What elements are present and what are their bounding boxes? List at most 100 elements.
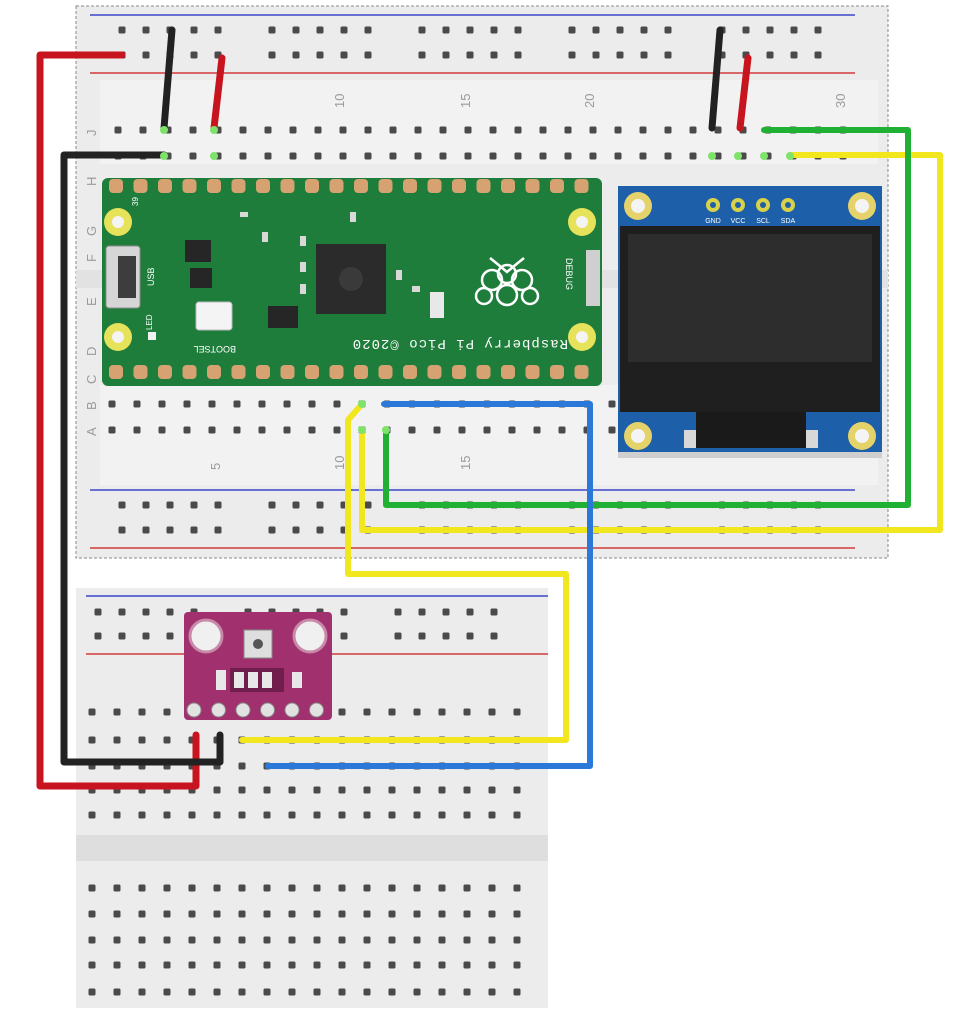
breadboard-hole xyxy=(614,152,622,160)
breadboard-hole xyxy=(313,811,321,819)
sensor-pin xyxy=(260,702,275,718)
breadboard-hole xyxy=(239,152,247,160)
breadboard-hole xyxy=(364,126,372,134)
breadboard-hole xyxy=(463,786,471,794)
breadboard-hole xyxy=(592,26,600,34)
breadboard-hole xyxy=(489,152,497,160)
breadboard-hole xyxy=(490,26,498,34)
breadboard-hole xyxy=(438,910,446,918)
breadboard-hole xyxy=(213,811,221,819)
breadboard-hole xyxy=(213,988,221,996)
breadboard-hole xyxy=(139,126,147,134)
breadboard-hole xyxy=(458,426,466,434)
usb-label: USB xyxy=(146,267,156,286)
wire-yellow-sensor-sda xyxy=(239,401,569,743)
breadboard-hole xyxy=(288,786,296,794)
breadboard-hole xyxy=(413,988,421,996)
row-letter: B xyxy=(84,401,99,410)
breadboard-hole xyxy=(442,632,450,640)
breadboard-hole xyxy=(138,884,146,892)
breadboard-hole xyxy=(442,608,450,616)
breadboard-hole xyxy=(163,910,171,918)
breadboard-hole xyxy=(316,526,324,534)
breadboard-hole xyxy=(513,811,521,819)
breadboard-hole xyxy=(364,51,372,59)
breadboard-hole xyxy=(490,608,498,616)
breadboard-hole xyxy=(394,632,402,640)
breadboard-hole xyxy=(488,708,496,716)
pressure-sensor-module xyxy=(184,612,332,720)
breadboard-hole xyxy=(488,786,496,794)
breadboard-hole xyxy=(388,811,396,819)
pico-pin xyxy=(256,365,270,379)
breadboard-hole xyxy=(608,426,616,434)
pico-pin xyxy=(476,365,491,379)
breadboard-hole xyxy=(363,988,371,996)
breadboard-hole xyxy=(138,910,146,918)
breadboard-hole xyxy=(438,884,446,892)
breadboard-hole xyxy=(338,884,346,892)
breadboard-hole xyxy=(288,988,296,996)
breadboard-hole xyxy=(113,811,121,819)
breadboard-hole xyxy=(664,152,672,160)
breadboard-hole xyxy=(88,708,96,716)
wire-red-jumper xyxy=(210,54,226,132)
breadboard-hole xyxy=(442,51,450,59)
breadboard-hole xyxy=(616,26,624,34)
breadboard-hole xyxy=(88,811,96,819)
breadboard-hole xyxy=(513,936,521,944)
breadboard-hole xyxy=(258,400,266,408)
breadboard-hole xyxy=(463,884,471,892)
breadboard-hole xyxy=(188,936,196,944)
breadboard-hole xyxy=(214,526,222,534)
row-letter: G xyxy=(84,226,99,236)
oled-header-pins xyxy=(706,198,795,212)
breadboard-hole xyxy=(339,152,347,160)
wire-red-power xyxy=(36,51,200,790)
breadboard-hole xyxy=(488,936,496,944)
breadboard-hole xyxy=(614,126,622,134)
breadboard-hole xyxy=(188,988,196,996)
pico-pin xyxy=(305,179,319,193)
breadboard-hole xyxy=(158,400,166,408)
breadboard-hole xyxy=(214,501,222,509)
breadboard-hole xyxy=(113,736,121,744)
breadboard-hole xyxy=(513,988,521,996)
breadboard-hole xyxy=(163,961,171,969)
wire-endpoints xyxy=(160,126,794,434)
breadboard-hole xyxy=(514,152,522,160)
breadboard-hole xyxy=(418,26,426,34)
breadboard-hole xyxy=(464,126,472,134)
breadboard-hole xyxy=(268,26,276,34)
pico-pin xyxy=(133,365,148,379)
breadboard-hole xyxy=(314,152,322,160)
breadboard-hole xyxy=(388,910,396,918)
breadboard-hole xyxy=(439,152,447,160)
breadboard-hole xyxy=(340,632,348,640)
breadboard-hole xyxy=(340,608,348,616)
breadboard-hole xyxy=(188,811,196,819)
breadboard-hole xyxy=(166,608,174,616)
pico-pin xyxy=(452,365,466,379)
breadboard-hole xyxy=(589,126,597,134)
chip xyxy=(190,268,212,288)
breadboard-hole xyxy=(364,501,372,509)
breadboard-hole xyxy=(263,910,271,918)
breadboard-hole xyxy=(639,152,647,160)
component xyxy=(430,292,444,318)
breadboard-hole xyxy=(292,501,300,509)
chip xyxy=(185,240,211,262)
pico-pin xyxy=(231,365,246,379)
breadboard-hole xyxy=(292,526,300,534)
pico-pin xyxy=(476,179,491,193)
row-letter: F xyxy=(84,254,99,262)
breadboard-hole xyxy=(714,152,722,160)
pico-pin-castellations xyxy=(109,179,589,379)
breadboard-hole xyxy=(488,988,496,996)
oled-pin-label-gnd: GND xyxy=(705,218,721,225)
breadboard-hole xyxy=(338,708,346,716)
breadboard-hole xyxy=(138,936,146,944)
pico-pin xyxy=(501,179,515,193)
breadboard-hole xyxy=(408,426,416,434)
breadboard-hole xyxy=(138,988,146,996)
